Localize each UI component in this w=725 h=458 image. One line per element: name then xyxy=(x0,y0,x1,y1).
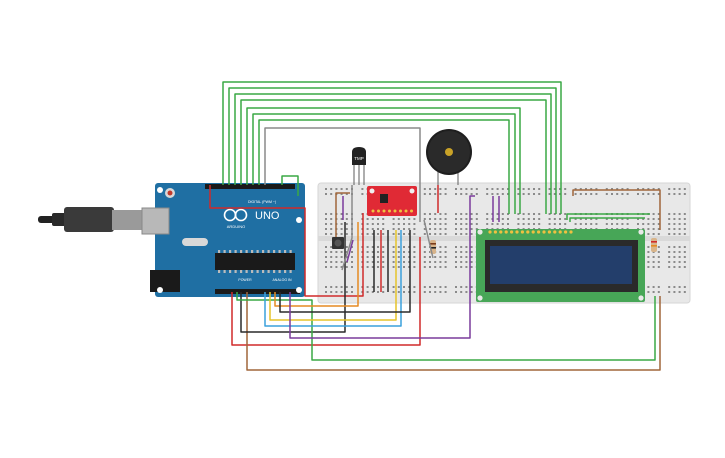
wire-green-button[interactable] xyxy=(281,175,299,196)
chip-pins xyxy=(218,250,292,273)
power-label: POWER xyxy=(238,278,252,282)
lcd-display[interactable] xyxy=(476,229,645,302)
breakout-board[interactable] xyxy=(367,186,417,216)
digital-header-label: DIGITAL (PWM ~) xyxy=(248,200,276,204)
wires xyxy=(209,81,661,371)
wire-green-main[interactable] xyxy=(236,292,656,361)
wire-green-2[interactable] xyxy=(228,87,557,214)
wire-orange[interactable] xyxy=(274,222,359,307)
wire-green-3[interactable] xyxy=(234,93,552,214)
wire-gray-res[interactable] xyxy=(423,219,434,259)
lcd-pins xyxy=(488,230,573,234)
wire-brown-main[interactable] xyxy=(246,292,661,371)
board-brand: ARDUINO xyxy=(227,224,245,229)
wire-green-7[interactable] xyxy=(258,119,510,214)
resistor-lcd[interactable] xyxy=(651,238,657,252)
piezo-buzzer[interactable] xyxy=(426,129,472,185)
wire-black-2[interactable] xyxy=(279,230,411,313)
wire-green-6[interactable] xyxy=(252,113,516,214)
wire-green-lcd-1[interactable] xyxy=(566,213,650,220)
sensor-label: TMP xyxy=(354,156,364,161)
wire-purple-main[interactable] xyxy=(289,195,475,339)
wire-green-4[interactable] xyxy=(240,99,547,214)
push-button[interactable] xyxy=(332,237,344,249)
wire-blue[interactable] xyxy=(264,230,402,327)
usb-cable[interactable] xyxy=(38,207,142,232)
wire-green-1[interactable] xyxy=(222,81,562,214)
wire-brown-right[interactable] xyxy=(572,189,661,230)
wire-green-lcd-2[interactable] xyxy=(569,217,645,222)
analog-in-label: ANALOG IN xyxy=(272,278,292,282)
wire-purple-button[interactable] xyxy=(346,239,354,263)
wire-black-main[interactable] xyxy=(240,222,346,333)
wire-yellow[interactable] xyxy=(269,230,397,321)
wire-green-5[interactable] xyxy=(246,107,521,214)
wire-red-board[interactable] xyxy=(209,185,364,297)
arduino-uno-board[interactable]: UNO ARDUINO DIGITAL (PWM ~) POWER ANALOG… xyxy=(38,183,305,297)
wire-red-main[interactable] xyxy=(231,237,421,346)
board-model: UNO xyxy=(255,210,280,222)
wire-gray-sensor[interactable] xyxy=(341,185,353,271)
wire-gray-buzzer[interactable] xyxy=(264,127,421,222)
temperature-sensor[interactable]: TMP xyxy=(352,147,366,185)
breakout-pins xyxy=(371,209,413,213)
wire-brown-left[interactable] xyxy=(335,192,350,237)
arduino-logo xyxy=(223,208,248,222)
